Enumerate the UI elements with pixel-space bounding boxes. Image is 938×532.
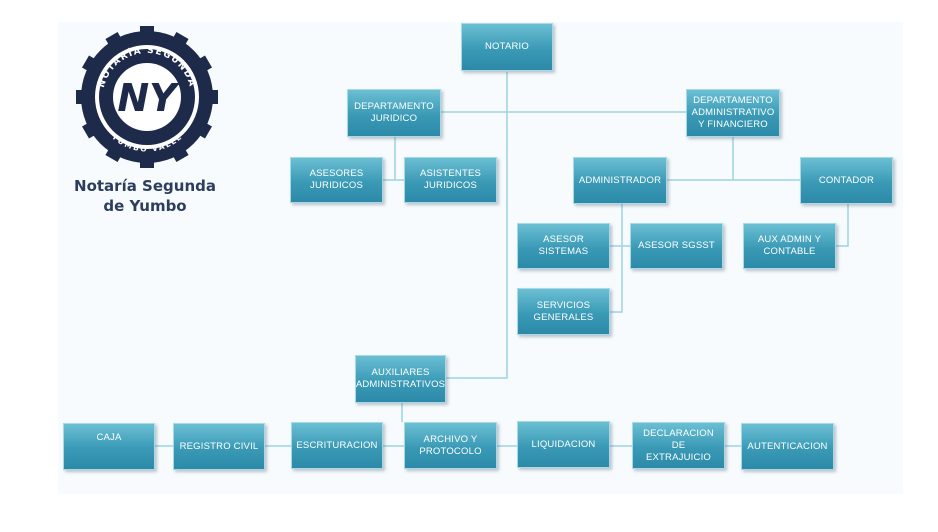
node-servicios-generales: SERVICIOS GENERALES — [517, 288, 610, 335]
gear-shape — [76, 26, 218, 168]
node-liquidacion: LIQUIDACION — [517, 421, 610, 468]
node-declaracion-extrajuicio: DECLARACION DE EXTRAJUICIO — [632, 422, 725, 469]
node-departamento-juridico: DEPARTAMENTO JURIDICO — [347, 89, 441, 137]
node-registro-civil: REGISTRO CIVIL — [173, 423, 265, 470]
node-asesor-sistemas: ASESOR SISTEMAS — [517, 223, 610, 269]
node-aux-admin-contable: AUX ADMIN Y CONTABLE — [743, 223, 836, 269]
logo-caption-line-1: Notaría Segunda — [74, 177, 216, 195]
node-escrituracion: ESCRITURACION — [291, 422, 383, 469]
node-asesor-sgsst: ASESOR SGSST — [630, 223, 723, 269]
logo-caption-line-2: de Yumbo — [103, 197, 187, 215]
node-caja: CAJA — [63, 423, 155, 470]
node-administrador: ADMINISTRADOR — [573, 157, 667, 204]
node-autenticacion: AUTENTICACION — [741, 423, 834, 470]
node-archivo-protocolo: ARCHIVO Y PROTOCOLO — [404, 422, 497, 469]
node-contador: CONTADOR — [800, 157, 893, 204]
logo-monogram: NY — [117, 76, 180, 120]
logo-caption: Notaría Segunda de Yumbo — [60, 176, 230, 216]
node-departamento-administrativo: DEPARTAMENTO ADMINISTRATIVO Y FINANCIERO — [686, 89, 780, 137]
node-notario: NOTARIO — [461, 23, 553, 71]
node-asistentes-juridicos: ASISTENTES JURIDICOS — [404, 157, 497, 203]
node-auxiliares-administrativos: AUXILIARES ADMINISTRATIVOS — [355, 355, 446, 403]
node-asesores-juridicos: ASESORES JURIDICOS — [290, 157, 383, 203]
notaria-logo: NOTARÍA SEGUNDA YUMBO VALLE NY — [76, 26, 218, 168]
